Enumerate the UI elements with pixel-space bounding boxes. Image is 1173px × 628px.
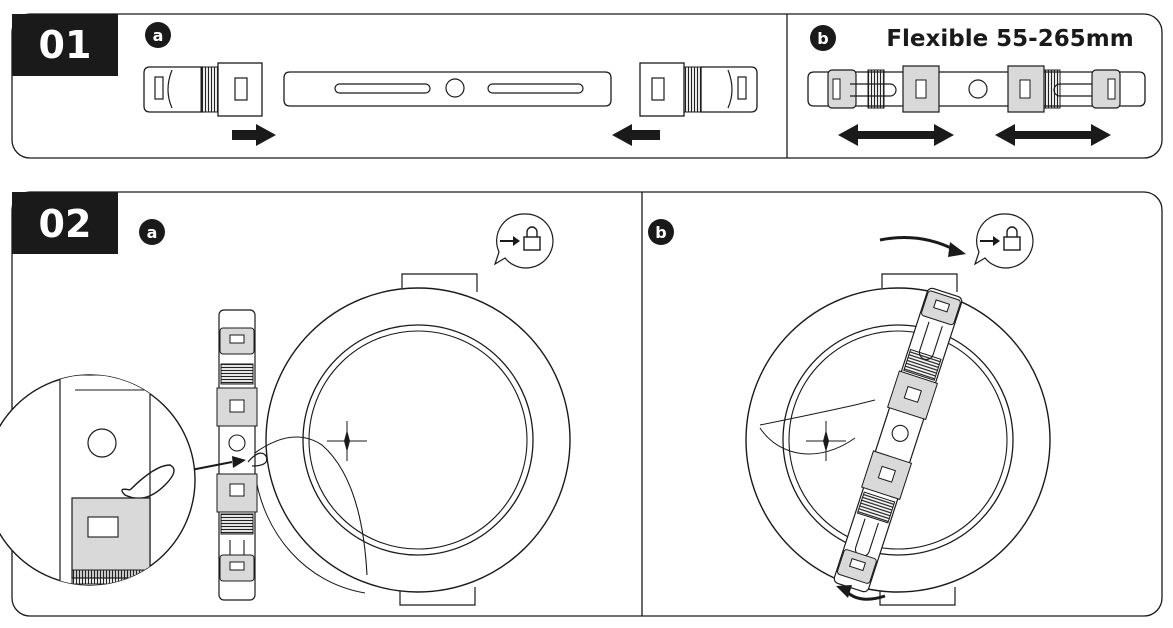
assembled-bracket bbox=[807, 65, 1146, 113]
lock-icon bbox=[973, 213, 1034, 269]
step-01-badge bbox=[12, 14, 118, 76]
sub-a-label: a bbox=[153, 26, 164, 45]
lock-icon bbox=[493, 213, 554, 269]
double-arrow-icon bbox=[995, 124, 1111, 146]
mounting-bar bbox=[283, 71, 612, 107]
left-clip bbox=[143, 62, 263, 117]
right-clip bbox=[639, 62, 758, 117]
sub-b-label: b bbox=[817, 29, 828, 48]
sub-b-badge bbox=[648, 219, 674, 245]
center-mark-icon bbox=[806, 421, 846, 461]
arrow-left-icon bbox=[612, 124, 660, 146]
step-02-badge bbox=[12, 192, 118, 254]
flexible-range-label: Flexible 55-265mm bbox=[886, 26, 1133, 52]
sub-a-badge bbox=[145, 22, 171, 48]
step-02-number: 02 bbox=[39, 202, 92, 246]
rotated-bracket bbox=[833, 287, 963, 593]
arrow-right-icon bbox=[232, 124, 276, 146]
downlight-fixture-a bbox=[251, 273, 571, 606]
panel-01: 01 a bbox=[11, 13, 1163, 159]
sub-b-badge bbox=[810, 25, 836, 51]
vertical-bracket bbox=[216, 309, 268, 601]
sub-b-label: b bbox=[655, 223, 666, 242]
center-mark-icon bbox=[327, 421, 367, 461]
panel-02: 02 a bbox=[0, 191, 1163, 617]
zoom-detail bbox=[0, 374, 196, 586]
sub-a-badge bbox=[139, 219, 165, 245]
rotate-arrow-icon bbox=[879, 236, 966, 257]
rotate-arrow-icon bbox=[836, 585, 886, 601]
step-01-number: 01 bbox=[39, 23, 92, 67]
double-arrow-icon bbox=[838, 124, 954, 146]
sub-a-label: a bbox=[147, 223, 158, 242]
